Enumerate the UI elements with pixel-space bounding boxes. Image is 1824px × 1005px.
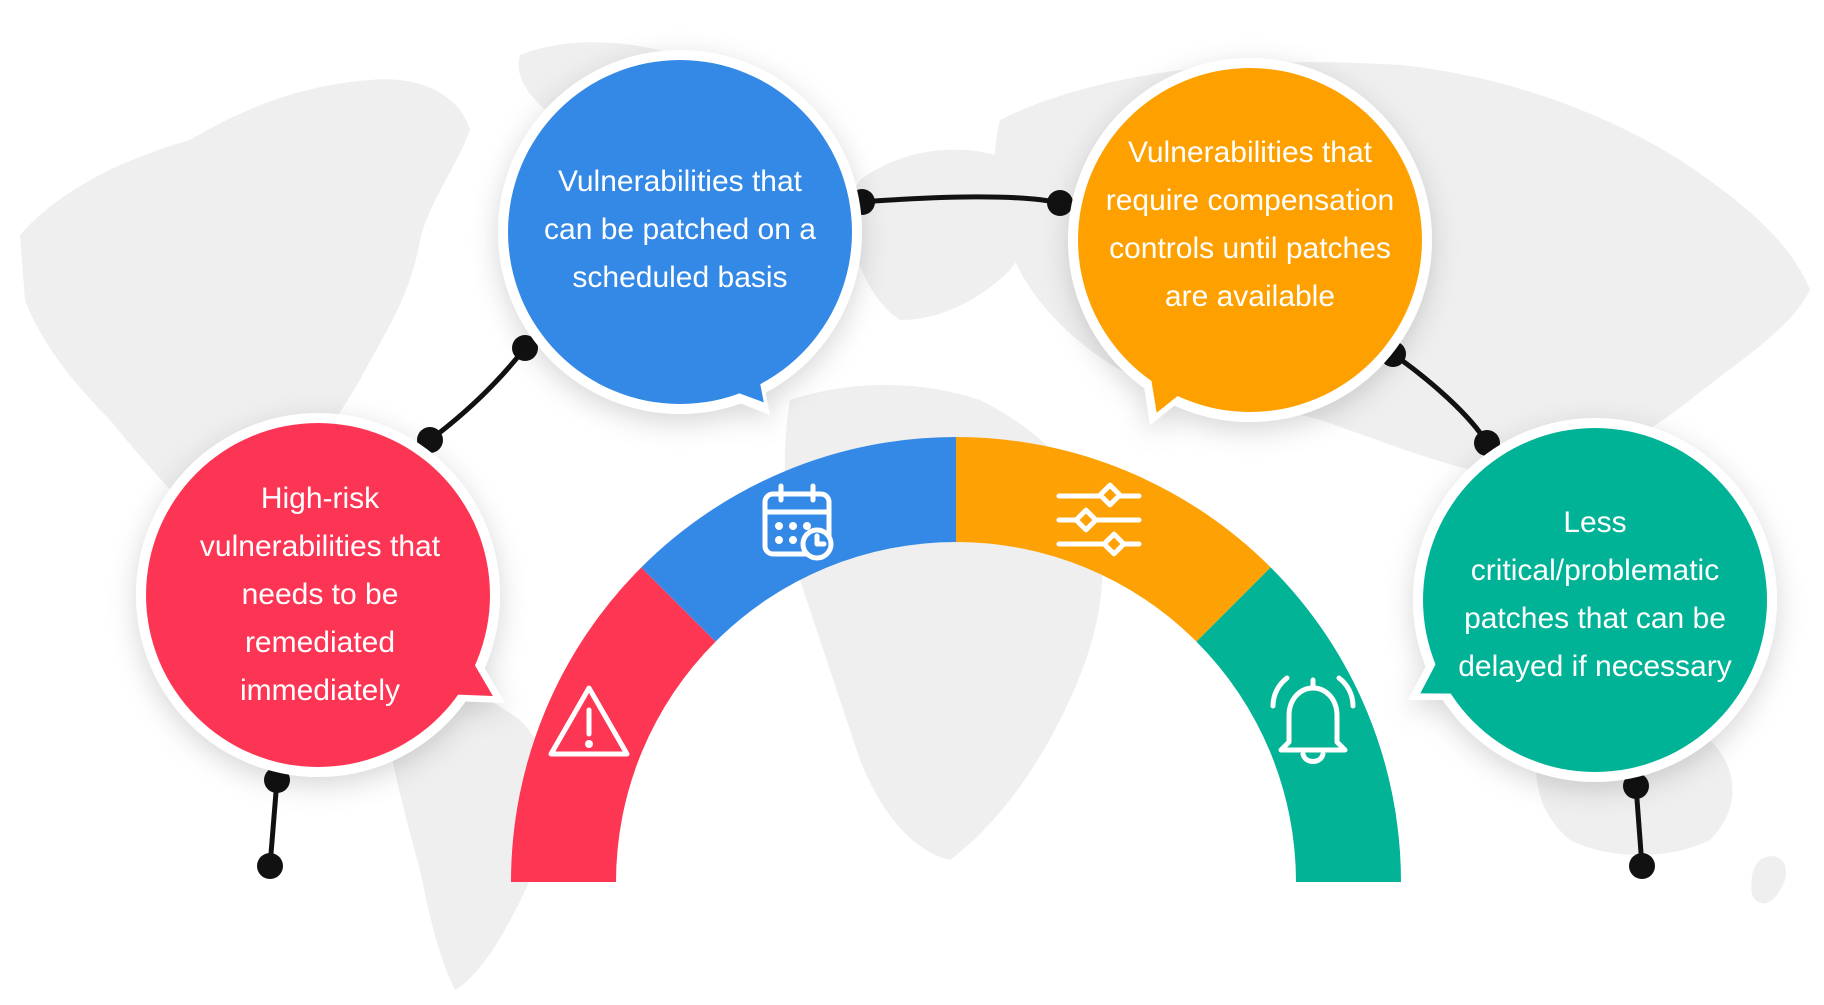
connector-teal-stem-line [1633,783,1645,869]
map-new-zealand [1751,856,1786,904]
connector-red-blue-dot-0 [417,427,443,453]
bubble-high-risk [136,413,505,777]
connector-red-stem-dot-1 [257,853,283,879]
map-north-america [20,79,470,564]
bubble-scheduled [498,50,862,415]
arc-segment-delayed [1196,567,1401,882]
calendar-clock-icon [762,483,834,561]
bubble-text-compensation: Vulnerabilities that require compensatio… [1105,136,1395,313]
connector-teal-stem-dot-0 [1623,773,1649,799]
connector-red-blue-dot-1 [512,335,538,361]
connector-lines [257,189,1655,879]
connector-red-blue [417,335,538,453]
connector-red-stem [257,767,290,879]
connector-red-blue-line [427,345,528,443]
bubble-scheduled-tail [717,356,764,403]
bubble-delayed-tail [1420,637,1478,694]
connector-blue-orange-line [859,194,1063,206]
warning-triangle-icon [548,685,630,757]
map-south-america [380,681,552,990]
bell-icon [1270,675,1356,764]
bubble-compensation-tail [1146,352,1204,413]
bubble-scheduled-fill [508,60,852,404]
bubble-delayed-fill [1423,428,1767,772]
bubble-high-risk-tail [422,637,493,696]
bubble-text-scheduled: Vulnerabilities that can be patched on a… [544,165,816,294]
map-europe [849,149,1033,320]
arc-segment-high-risk [511,567,716,882]
bubble-text-high-risk: High-risk vulnerabilities that needs to … [199,482,441,707]
arc-icons [548,482,1356,764]
connector-blue-orange-dot-1 [1047,190,1073,216]
bubble-delayed [1408,418,1777,782]
sliders-icon [1056,482,1142,557]
connector-teal-stem-dot-1 [1629,853,1655,879]
connector-teal-stem [1623,773,1655,879]
arc-segment-scheduled [641,437,956,642]
bubble-compensation-fill [1078,68,1422,412]
connector-blue-orange [849,189,1073,216]
bubble-text-delayed: Less critical/problematic patches that c… [1458,506,1732,683]
bubble-compensation [1068,58,1432,425]
connector-red-stem-line [267,777,280,869]
speech-bubbles [136,50,1777,782]
bubble-high-risk-fill [146,423,490,767]
